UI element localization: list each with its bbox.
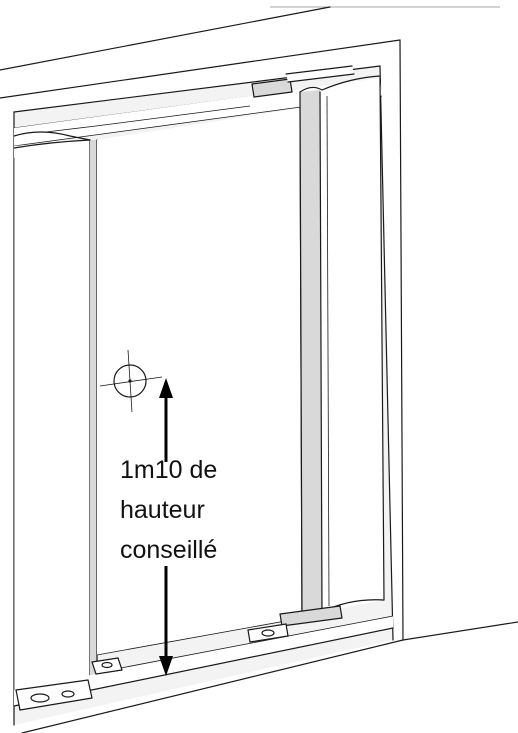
floor-guide-left — [15, 657, 123, 711]
wall-outline — [0, 6, 518, 733]
annotation-line-2: hauteur — [120, 496, 205, 524]
annotation-line-3: conseillé — [120, 536, 217, 564]
floor-guide-right — [247, 623, 289, 643]
right-door-panel — [299, 75, 385, 619]
annotation-line-1: 1m10 de — [120, 456, 217, 484]
center-door-panel — [96, 107, 303, 656]
height-dimension-arrow — [159, 378, 173, 676]
left-door-panel — [13, 131, 98, 702]
handle-position-marker — [99, 349, 163, 413]
bottom-rail — [13, 605, 394, 707]
height-annotation: 1m10 de hauteur conseillé — [120, 456, 217, 564]
